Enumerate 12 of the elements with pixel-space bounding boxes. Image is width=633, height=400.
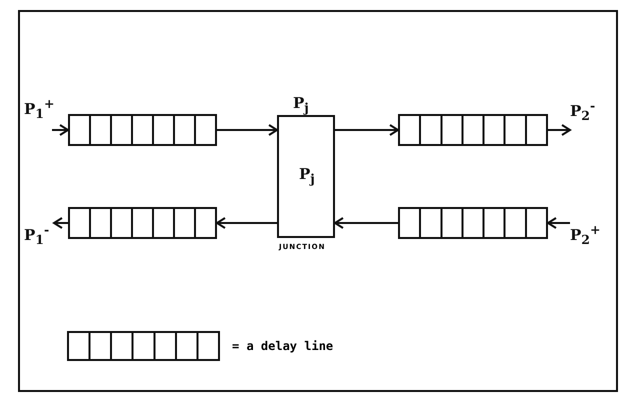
- arrow: [548, 124, 571, 136]
- legend-text: = a delay line: [232, 339, 334, 353]
- junction-label: P$_{j}$: [299, 167, 315, 186]
- arrow: [216, 217, 277, 229]
- arrow: [217, 124, 278, 136]
- arrow: [547, 217, 570, 229]
- arrow: [335, 124, 399, 136]
- arrow: [53, 217, 68, 229]
- junction-box: [277, 115, 335, 238]
- arrow: [52, 124, 69, 136]
- arrow: [334, 217, 398, 229]
- junction-heading: P$_{j}$: [293, 96, 309, 114]
